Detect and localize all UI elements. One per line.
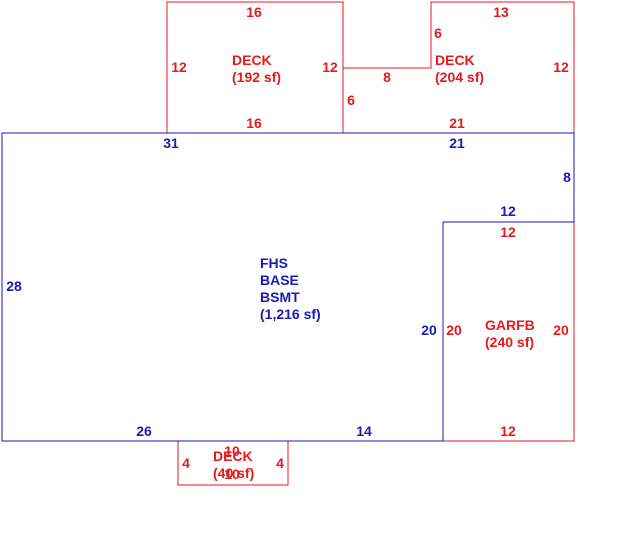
deck-right-notch-v-dim: 6 <box>434 25 442 41</box>
garage-left-dim: 20 <box>446 322 462 338</box>
deck-left-bottom-dim: 16 <box>246 115 262 131</box>
deck-left-top-dim: 16 <box>246 4 262 20</box>
house-name-line1: FHS <box>260 255 288 271</box>
house-right-top-dim: 8 <box>563 169 571 185</box>
house-left-dim: 28 <box>6 278 22 294</box>
deck-bottom-right-dim: 4 <box>276 455 284 471</box>
house-top-left-dim: 31 <box>163 135 179 151</box>
deck-right-right-dim: 12 <box>553 59 569 75</box>
garage-top-dim: 12 <box>500 224 516 240</box>
deck-bottom-name: DECK <box>213 448 253 464</box>
house-name-line2: BASE <box>260 272 299 288</box>
garage-area: (240 sf) <box>485 334 534 350</box>
garage-bottom-dim: 12 <box>500 423 516 439</box>
house-bottom-right-dim: 14 <box>356 423 372 439</box>
deck-right-bottom-dim: 21 <box>449 115 465 131</box>
deck-right-outline <box>343 1 575 133</box>
deck-bottom-bottom-dim: 10 <box>224 466 240 482</box>
deck-right-notch-v2-dim: 6 <box>347 92 355 108</box>
house-area: (1,216 sf) <box>260 306 321 322</box>
garage-right-dim: 20 <box>553 322 569 338</box>
house-outline <box>1 132 575 442</box>
deck-right-top-dim: 13 <box>493 4 509 20</box>
deck-bottom-top-dim: 10 <box>224 443 240 459</box>
house-bottom-left-dim: 26 <box>136 423 152 439</box>
deck-right-notch-h-dim: 8 <box>383 69 391 85</box>
deck-left-right-dim: 12 <box>322 59 338 75</box>
house-top-right-dim: 21 <box>449 135 465 151</box>
deck-left-area: (192 sf) <box>232 69 281 85</box>
garage-name: GARFB <box>485 317 535 333</box>
deck-right-name: DECK <box>435 52 475 68</box>
deck-left-name: DECK <box>232 52 272 68</box>
deck-left-left-dim: 12 <box>171 59 187 75</box>
deck-bottom-area: (40 sf) <box>213 465 254 481</box>
house-step-dim: 12 <box>500 203 516 219</box>
deck-right-area: (204 sf) <box>435 69 484 85</box>
deck-bottom-left-dim: 4 <box>182 455 190 471</box>
house-name-line3: BSMT <box>260 289 300 305</box>
house-inner-v-dim: 20 <box>421 322 437 338</box>
